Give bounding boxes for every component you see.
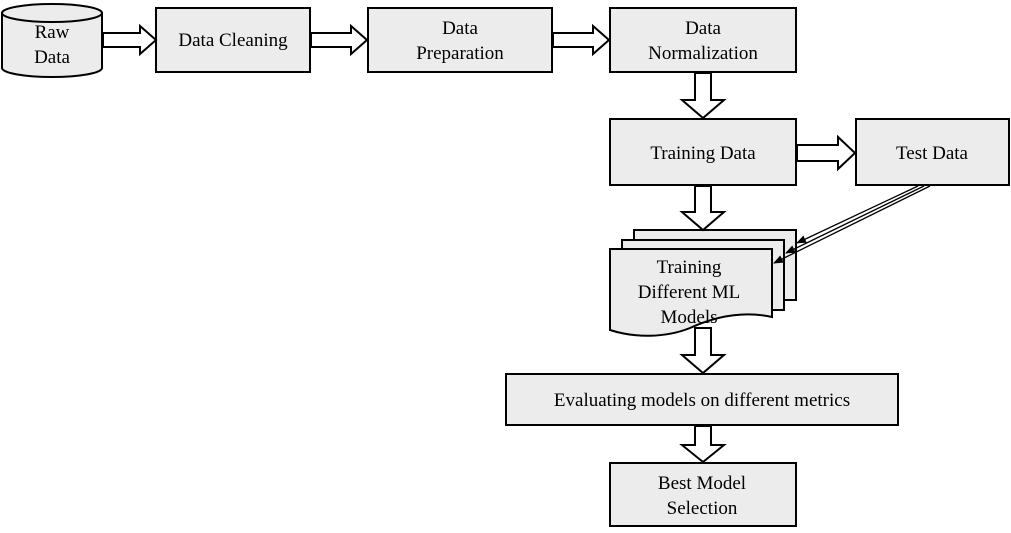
- data-normalization-line-1: Data: [685, 18, 721, 39]
- training-models-line-1: Training: [657, 257, 722, 278]
- data-preparation-line-1: Data: [442, 18, 478, 39]
- test-data-node: Test Data: [855, 118, 1010, 186]
- data-preparation-node: Data Preparation: [367, 7, 553, 73]
- raw-data-node: Raw Data: [1, 3, 103, 78]
- arrow-test-to-models-2: [785, 185, 925, 254]
- training-models-line-2: Different ML: [638, 282, 741, 303]
- arrow-preparation-to-normalization: [552, 23, 611, 57]
- arrow-evaluating-to-best: [679, 425, 727, 464]
- arrow-cleaning-to-preparation: [310, 23, 369, 57]
- data-normalization-node: Data Normalization: [609, 7, 797, 73]
- arrow-test-to-models-3: [773, 185, 931, 264]
- arrow-models-to-evaluating: [679, 327, 727, 375]
- arrow-training-to-models: [679, 185, 727, 232]
- training-data-node: Training Data: [609, 118, 797, 186]
- data-preparation-line-2: Preparation: [416, 43, 504, 64]
- arrow-raw-to-cleaning: [102, 23, 158, 57]
- raw-data-line-1: Raw: [35, 22, 70, 43]
- data-normalization-line-2: Normalization: [648, 43, 758, 64]
- data-cleaning-node: Data Cleaning: [155, 7, 311, 73]
- best-model-line-1: Best Model: [658, 473, 746, 494]
- best-model-line-2: Selection: [667, 498, 738, 519]
- arrow-normalization-to-training: [679, 72, 727, 120]
- arrow-training-to-test: [796, 134, 857, 172]
- evaluating-label: Evaluating models on different metrics: [554, 390, 850, 411]
- training-models-node: Training Different ML Models: [609, 229, 797, 337]
- training-data-label: Training Data: [650, 143, 756, 164]
- evaluating-node: Evaluating models on different metrics: [505, 373, 899, 426]
- raw-data-line-2: Data: [34, 47, 70, 68]
- best-model-node: Best Model Selection: [609, 462, 797, 527]
- training-models-line-3: Models: [661, 307, 718, 328]
- test-data-label: Test Data: [896, 143, 969, 164]
- arrow-test-to-models-1: [796, 185, 919, 244]
- data-cleaning-label: Data Cleaning: [178, 30, 288, 51]
